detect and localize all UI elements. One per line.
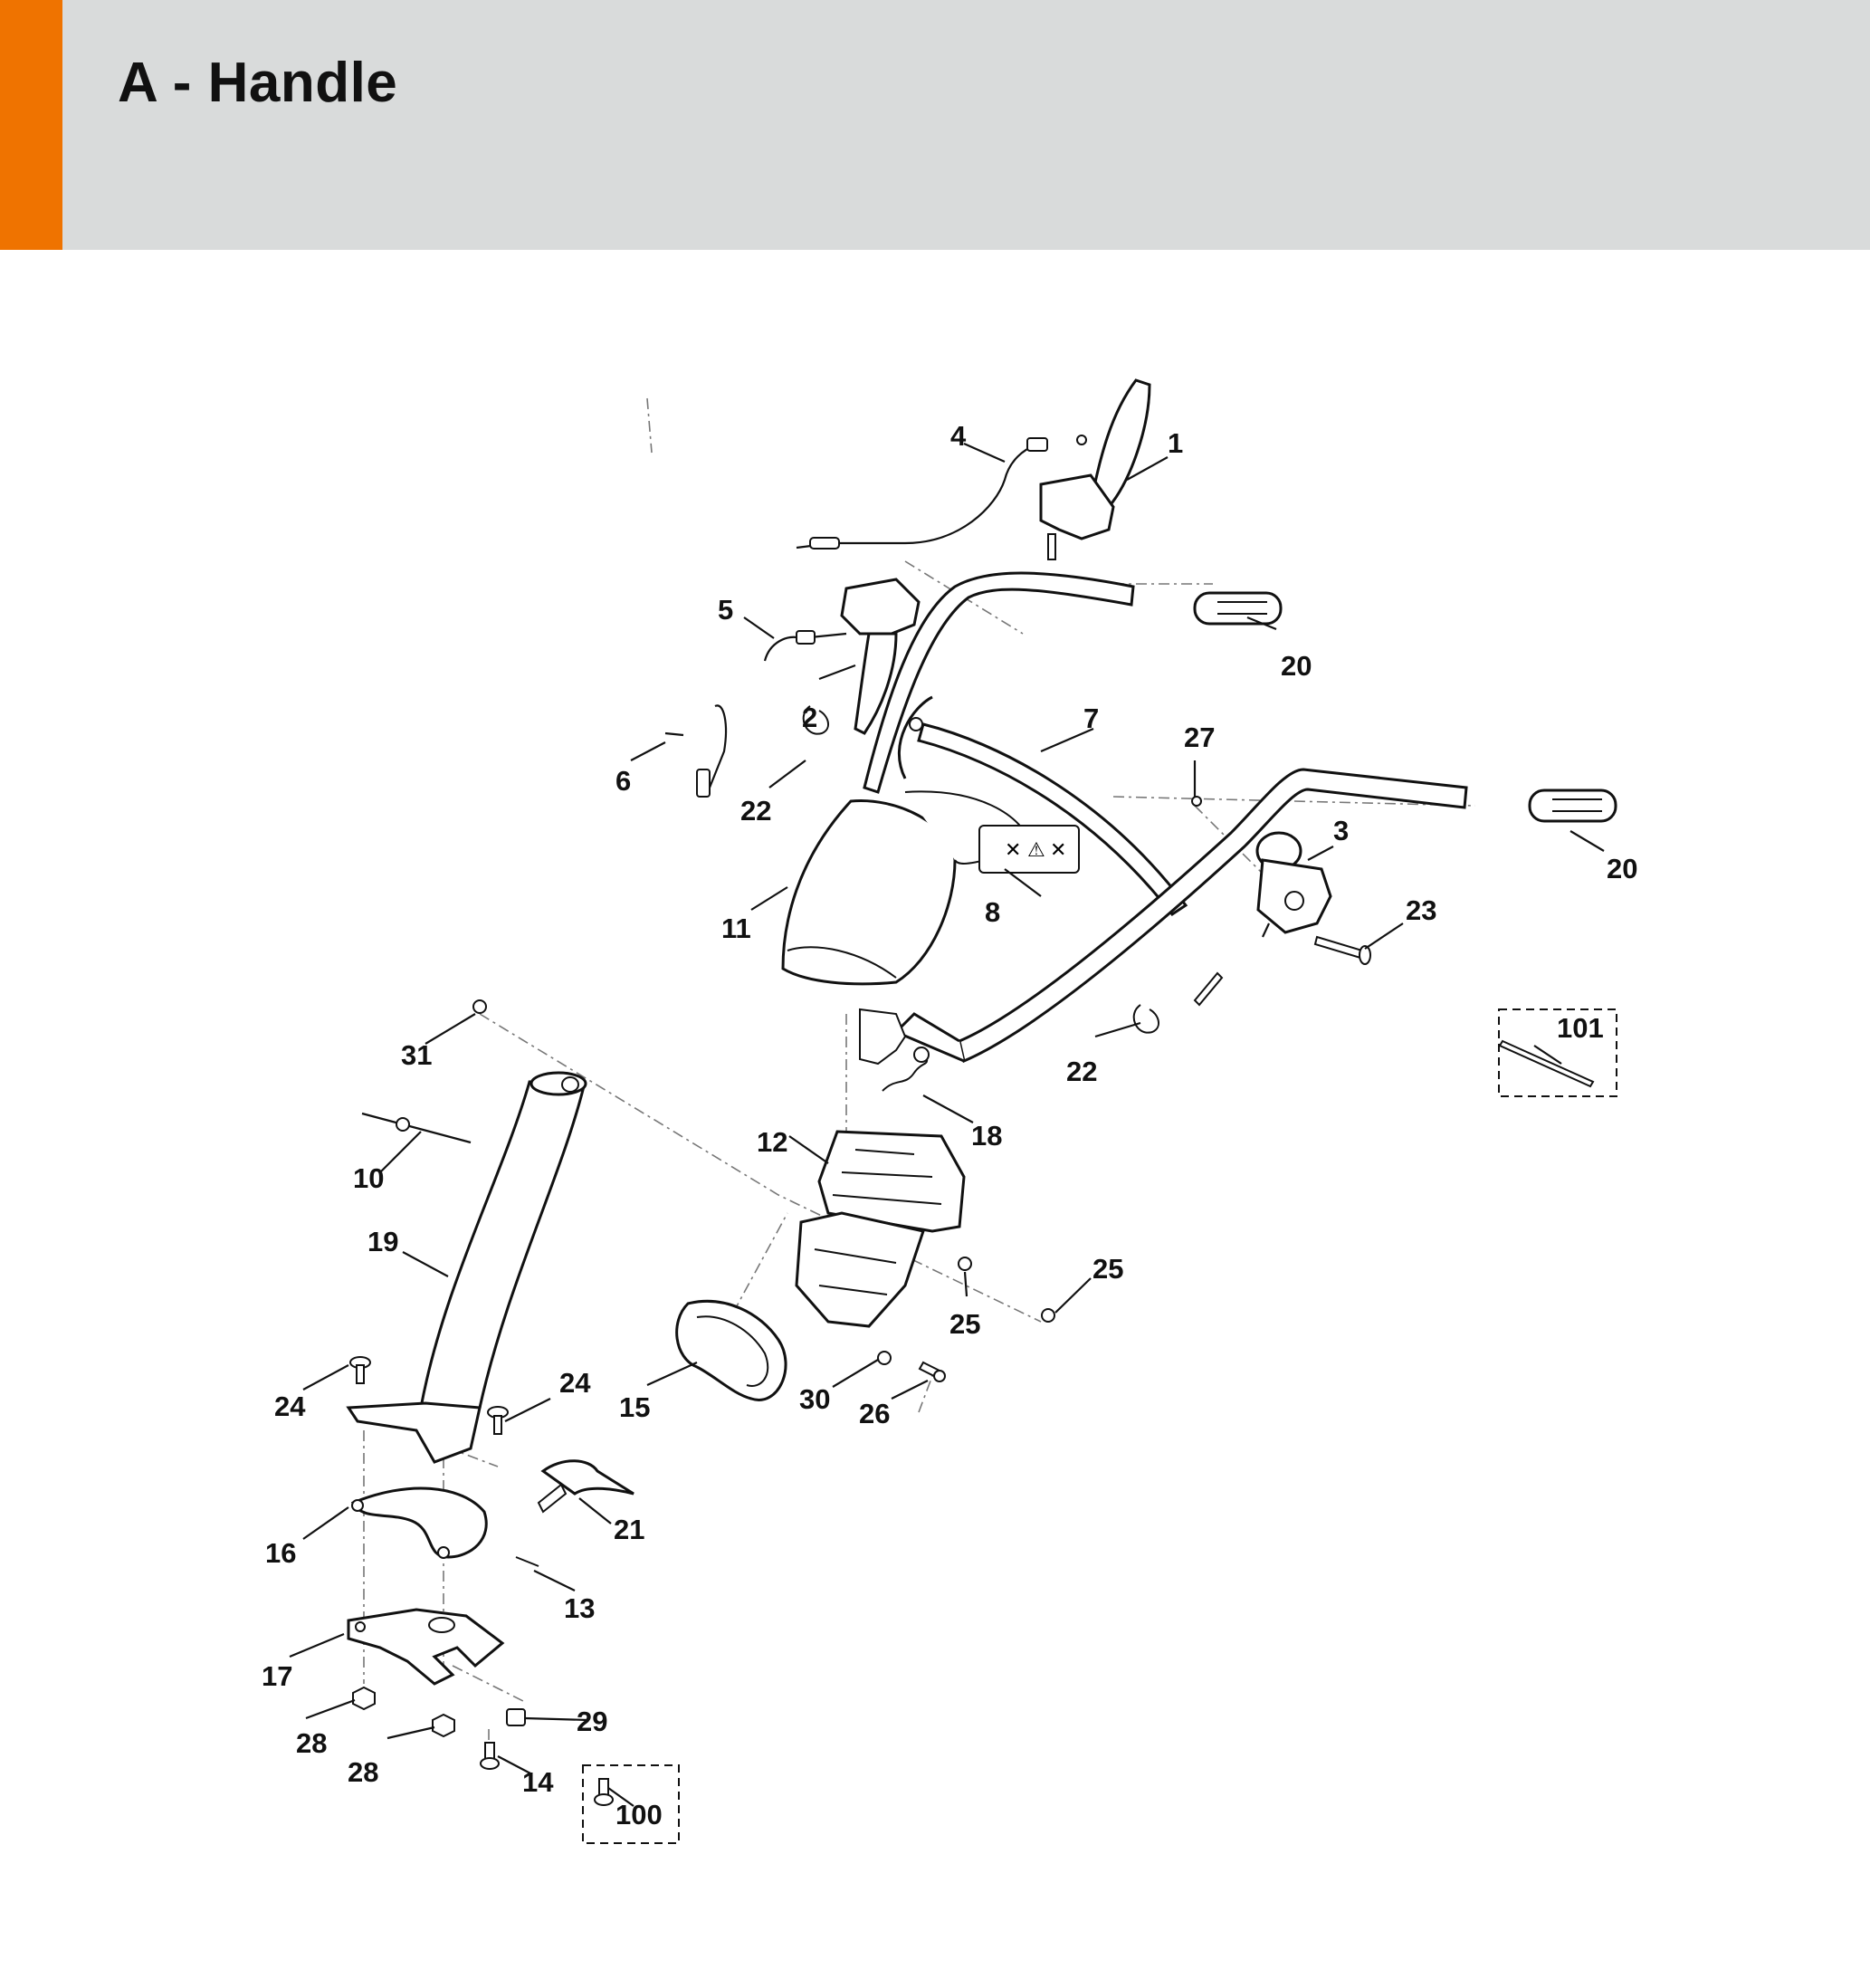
callout-19: 19 — [367, 1226, 398, 1257]
leader-lines — [289, 442, 1605, 1807]
callout-26: 26 — [859, 1398, 890, 1429]
svg-text:⚠: ⚠ — [1027, 839, 1045, 862]
screw-part-14 — [480, 1742, 500, 1770]
callout-8: 8 — [985, 896, 1000, 928]
callout-21: 21 — [614, 1514, 644, 1545]
callout-6: 6 — [615, 765, 631, 797]
callout-22-upper: 22 — [740, 795, 771, 827]
grip-part-20-lower — [1528, 789, 1617, 823]
callout-24-left: 24 — [274, 1391, 306, 1422]
lever-part-3 — [1255, 831, 1332, 938]
orange-accent-bar — [0, 0, 62, 250]
control-lever-part-1 — [1039, 378, 1151, 560]
cable-part-5 — [763, 630, 847, 662]
screw-part-25-lower — [1041, 1308, 1055, 1323]
callout-labels: 1 4 5 2 6 22 7 27 20 20 3 23 8 11 101 22… — [262, 420, 1637, 1830]
clip-part-22-upper — [802, 705, 829, 735]
pin-near-lever-3 — [1193, 971, 1224, 1007]
control-lever-part-2 — [840, 578, 921, 735]
callout-10: 10 — [353, 1162, 384, 1194]
callout-17: 17 — [262, 1660, 292, 1692]
bolt-part-23 — [1313, 935, 1371, 965]
grip-part-20-upper — [1193, 591, 1283, 626]
callout-20-lower: 20 — [1607, 853, 1637, 884]
callout-13: 13 — [564, 1592, 595, 1624]
tube-part-19 — [346, 1071, 587, 1464]
lever-part-21 — [537, 1459, 634, 1514]
callout-11: 11 — [721, 913, 751, 944]
callout-2: 2 — [802, 702, 817, 733]
callout-14: 14 — [522, 1766, 554, 1798]
screw-part-30 — [877, 1351, 892, 1365]
callout-28-right: 28 — [348, 1756, 378, 1788]
plate-part-17 — [347, 1608, 505, 1686]
spring-part-18 — [882, 1047, 930, 1092]
callout-23: 23 — [1406, 894, 1436, 926]
clip-part-22-lower — [1132, 1004, 1159, 1034]
callout-3: 3 — [1333, 815, 1349, 846]
optional-part-101-box — [1498, 1008, 1617, 1097]
optional-part-100-box — [582, 1764, 680, 1844]
callout-25-right: 25 — [1092, 1253, 1123, 1285]
housing-part-12 — [795, 1130, 966, 1328]
callout-1: 1 — [1168, 427, 1183, 459]
clip-part-29 — [506, 1708, 526, 1726]
cover-part-11 — [781, 790, 1034, 986]
rod-part-10 — [361, 1112, 472, 1144]
callout-31: 31 — [401, 1039, 432, 1071]
callout-25-left: 25 — [949, 1308, 980, 1340]
callout-29: 29 — [577, 1706, 607, 1737]
plate-part-16 — [350, 1486, 488, 1559]
svg-text:✕: ✕ — [1050, 839, 1066, 862]
callout-12: 12 — [757, 1126, 787, 1158]
bolt-part-24-left — [349, 1356, 371, 1384]
handlebar-part-7 — [863, 571, 1468, 1064]
callout-18: 18 — [971, 1120, 1002, 1152]
callout-28-left: 28 — [296, 1727, 327, 1759]
callout-20-upper: 20 — [1281, 650, 1312, 682]
callout-4: 4 — [950, 420, 967, 452]
cable-part-4 — [796, 435, 1087, 550]
bracket-near-18 — [859, 1008, 907, 1066]
callout-16: 16 — [265, 1537, 296, 1569]
screw-part-31 — [472, 999, 487, 1014]
decal-part-8: ✕ ⚠ ✕ — [978, 825, 1080, 874]
header-band: A - Handle — [0, 0, 1870, 250]
callout-7: 7 — [1083, 702, 1099, 734]
screw-part-25-upper — [958, 1257, 972, 1271]
callout-22-lower: 22 — [1066, 1056, 1097, 1087]
page-title: A - Handle — [118, 52, 398, 114]
screw-part-26 — [918, 1361, 946, 1382]
callout-5: 5 — [718, 594, 733, 626]
callout-30: 30 — [799, 1383, 830, 1415]
callout-15: 15 — [619, 1391, 650, 1423]
bolt-part-24-right — [487, 1406, 509, 1435]
washer-part-13 — [515, 1556, 539, 1567]
nut-part-28-left — [352, 1686, 376, 1711]
cable-part-6 — [664, 704, 728, 798]
callout-24-right: 24 — [559, 1367, 591, 1399]
callout-100: 100 — [615, 1799, 663, 1830]
handle-part-15 — [675, 1299, 787, 1401]
nut-part-28-right — [432, 1713, 455, 1738]
nut-part-27 — [1191, 796, 1202, 807]
svg-text:✕: ✕ — [1005, 839, 1021, 862]
callout-101: 101 — [1557, 1012, 1604, 1044]
callout-27: 27 — [1184, 722, 1215, 753]
